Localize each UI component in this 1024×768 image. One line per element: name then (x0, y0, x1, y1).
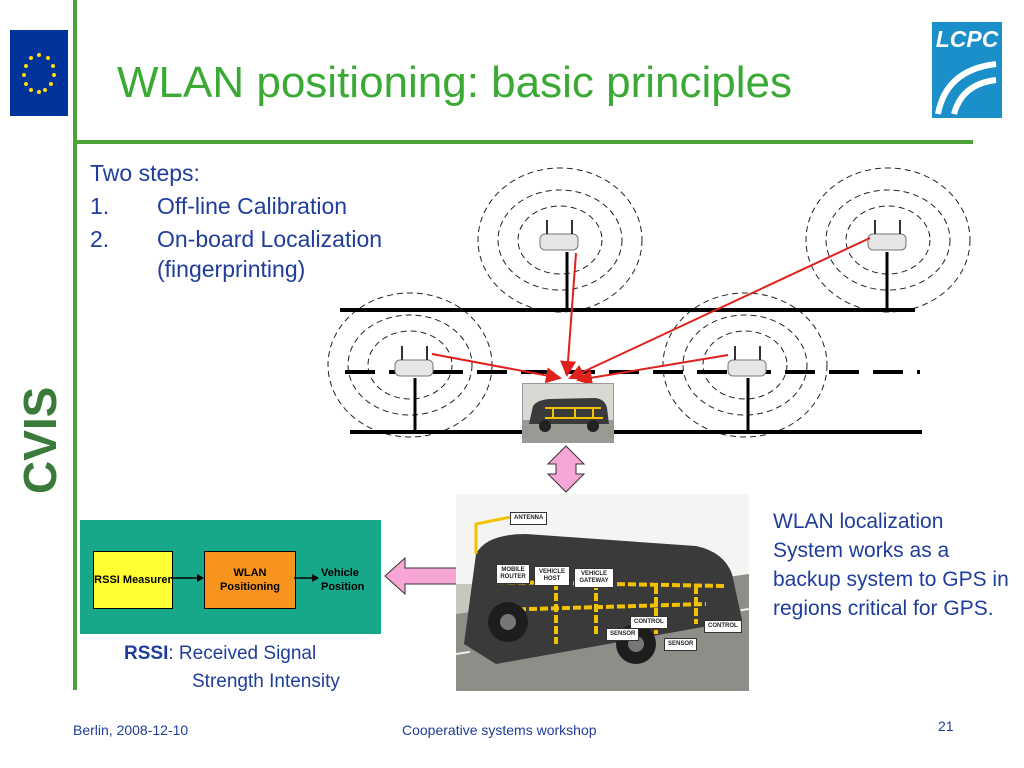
lcpc-logo-text: LCPC (935, 26, 999, 52)
eu-flag-logo (10, 30, 68, 116)
flow-arrow-icon (294, 574, 319, 582)
vehicle-position-label: Vehicle Position (321, 567, 365, 593)
access-point-icon (539, 220, 579, 251)
footer-event-name: Cooperative systems workshop (402, 722, 597, 738)
rssi-definition-line1: : Received Signal (168, 643, 317, 664)
list-item: 2. On-board Localization (90, 223, 382, 256)
signal-arrow (576, 354, 729, 386)
step-label: On-board Localization (157, 226, 383, 252)
wlan-positioning-box: WLAN Positioning (204, 551, 296, 609)
vertical-divider (73, 0, 77, 690)
footer-date-location: Berlin, 2008-12-10 (73, 722, 189, 738)
step-number: 1. (90, 193, 110, 219)
vehicle-host-label: VEHICLE HOST (534, 566, 570, 586)
rssi-definition-line2: Strength Intensity (192, 671, 340, 692)
access-point-icon (394, 346, 434, 377)
list-item: 1. Off-line Calibration (90, 190, 382, 223)
step-sub-label: (fingerprinting) (157, 256, 306, 282)
step-label: Off-line Calibration (157, 193, 348, 219)
vehicle-architecture-icon (455, 494, 750, 691)
cvis-logo-icon: CVIS (14, 387, 66, 494)
rssi-term: RSSI (124, 643, 169, 664)
wlan-backup-note: WLAN localization System works as a back… (773, 510, 1009, 620)
signal-arrow (560, 252, 577, 377)
signal-rings (327, 167, 971, 438)
control-label: CONTROL (630, 616, 668, 629)
lcpc-arc-icon (935, 61, 997, 115)
access-point-icon (867, 220, 907, 251)
eu-stars-icon (22, 53, 56, 94)
car-icon (523, 398, 613, 442)
cvis-logo: CVIS (8, 326, 68, 496)
page-number: 21 (938, 718, 954, 734)
vehicle-thumbnail (522, 383, 614, 443)
mobile-router-label: MOBILE ROUTER (496, 564, 530, 584)
vehicle-architecture-illustration: ANTENNA MOBILE ROUTER VEHICLE HOST VEHIC… (455, 494, 750, 691)
antenna-label: ANTENNA (510, 512, 548, 525)
access-point-icon (727, 346, 767, 377)
steps-intro: Two steps: (90, 160, 200, 186)
sensor-label: SENSOR (664, 638, 698, 651)
rssi-definition: RSSI: Received Signal Strength Intensity (124, 640, 340, 696)
vehicle-gateway-label: VEHICLE GATEWAY (574, 568, 614, 588)
signal-arrow (568, 237, 871, 380)
positioning-flow-diagram: RSSI Measurer WLAN Positioning Vehicle P… (80, 520, 381, 634)
step-number: 2. (90, 226, 110, 252)
double-arrow-vertical-icon (546, 445, 586, 493)
rssi-measurer-box: RSSI Measurer (93, 551, 173, 609)
lcpc-logo: LCPC (932, 22, 1002, 118)
slide-title: WLAN positioning: basic principles (117, 58, 792, 107)
flow-arrow-icon (171, 574, 204, 582)
steps-list: Two steps: 1. Off-line Calibration 2. On… (90, 157, 382, 282)
cvis-logo-text: CVIS (14, 387, 66, 494)
horizontal-divider (73, 140, 973, 144)
control-label: CONTROL (704, 620, 742, 633)
sensor-label: SENSOR (606, 628, 640, 641)
signal-arrow (431, 353, 562, 384)
